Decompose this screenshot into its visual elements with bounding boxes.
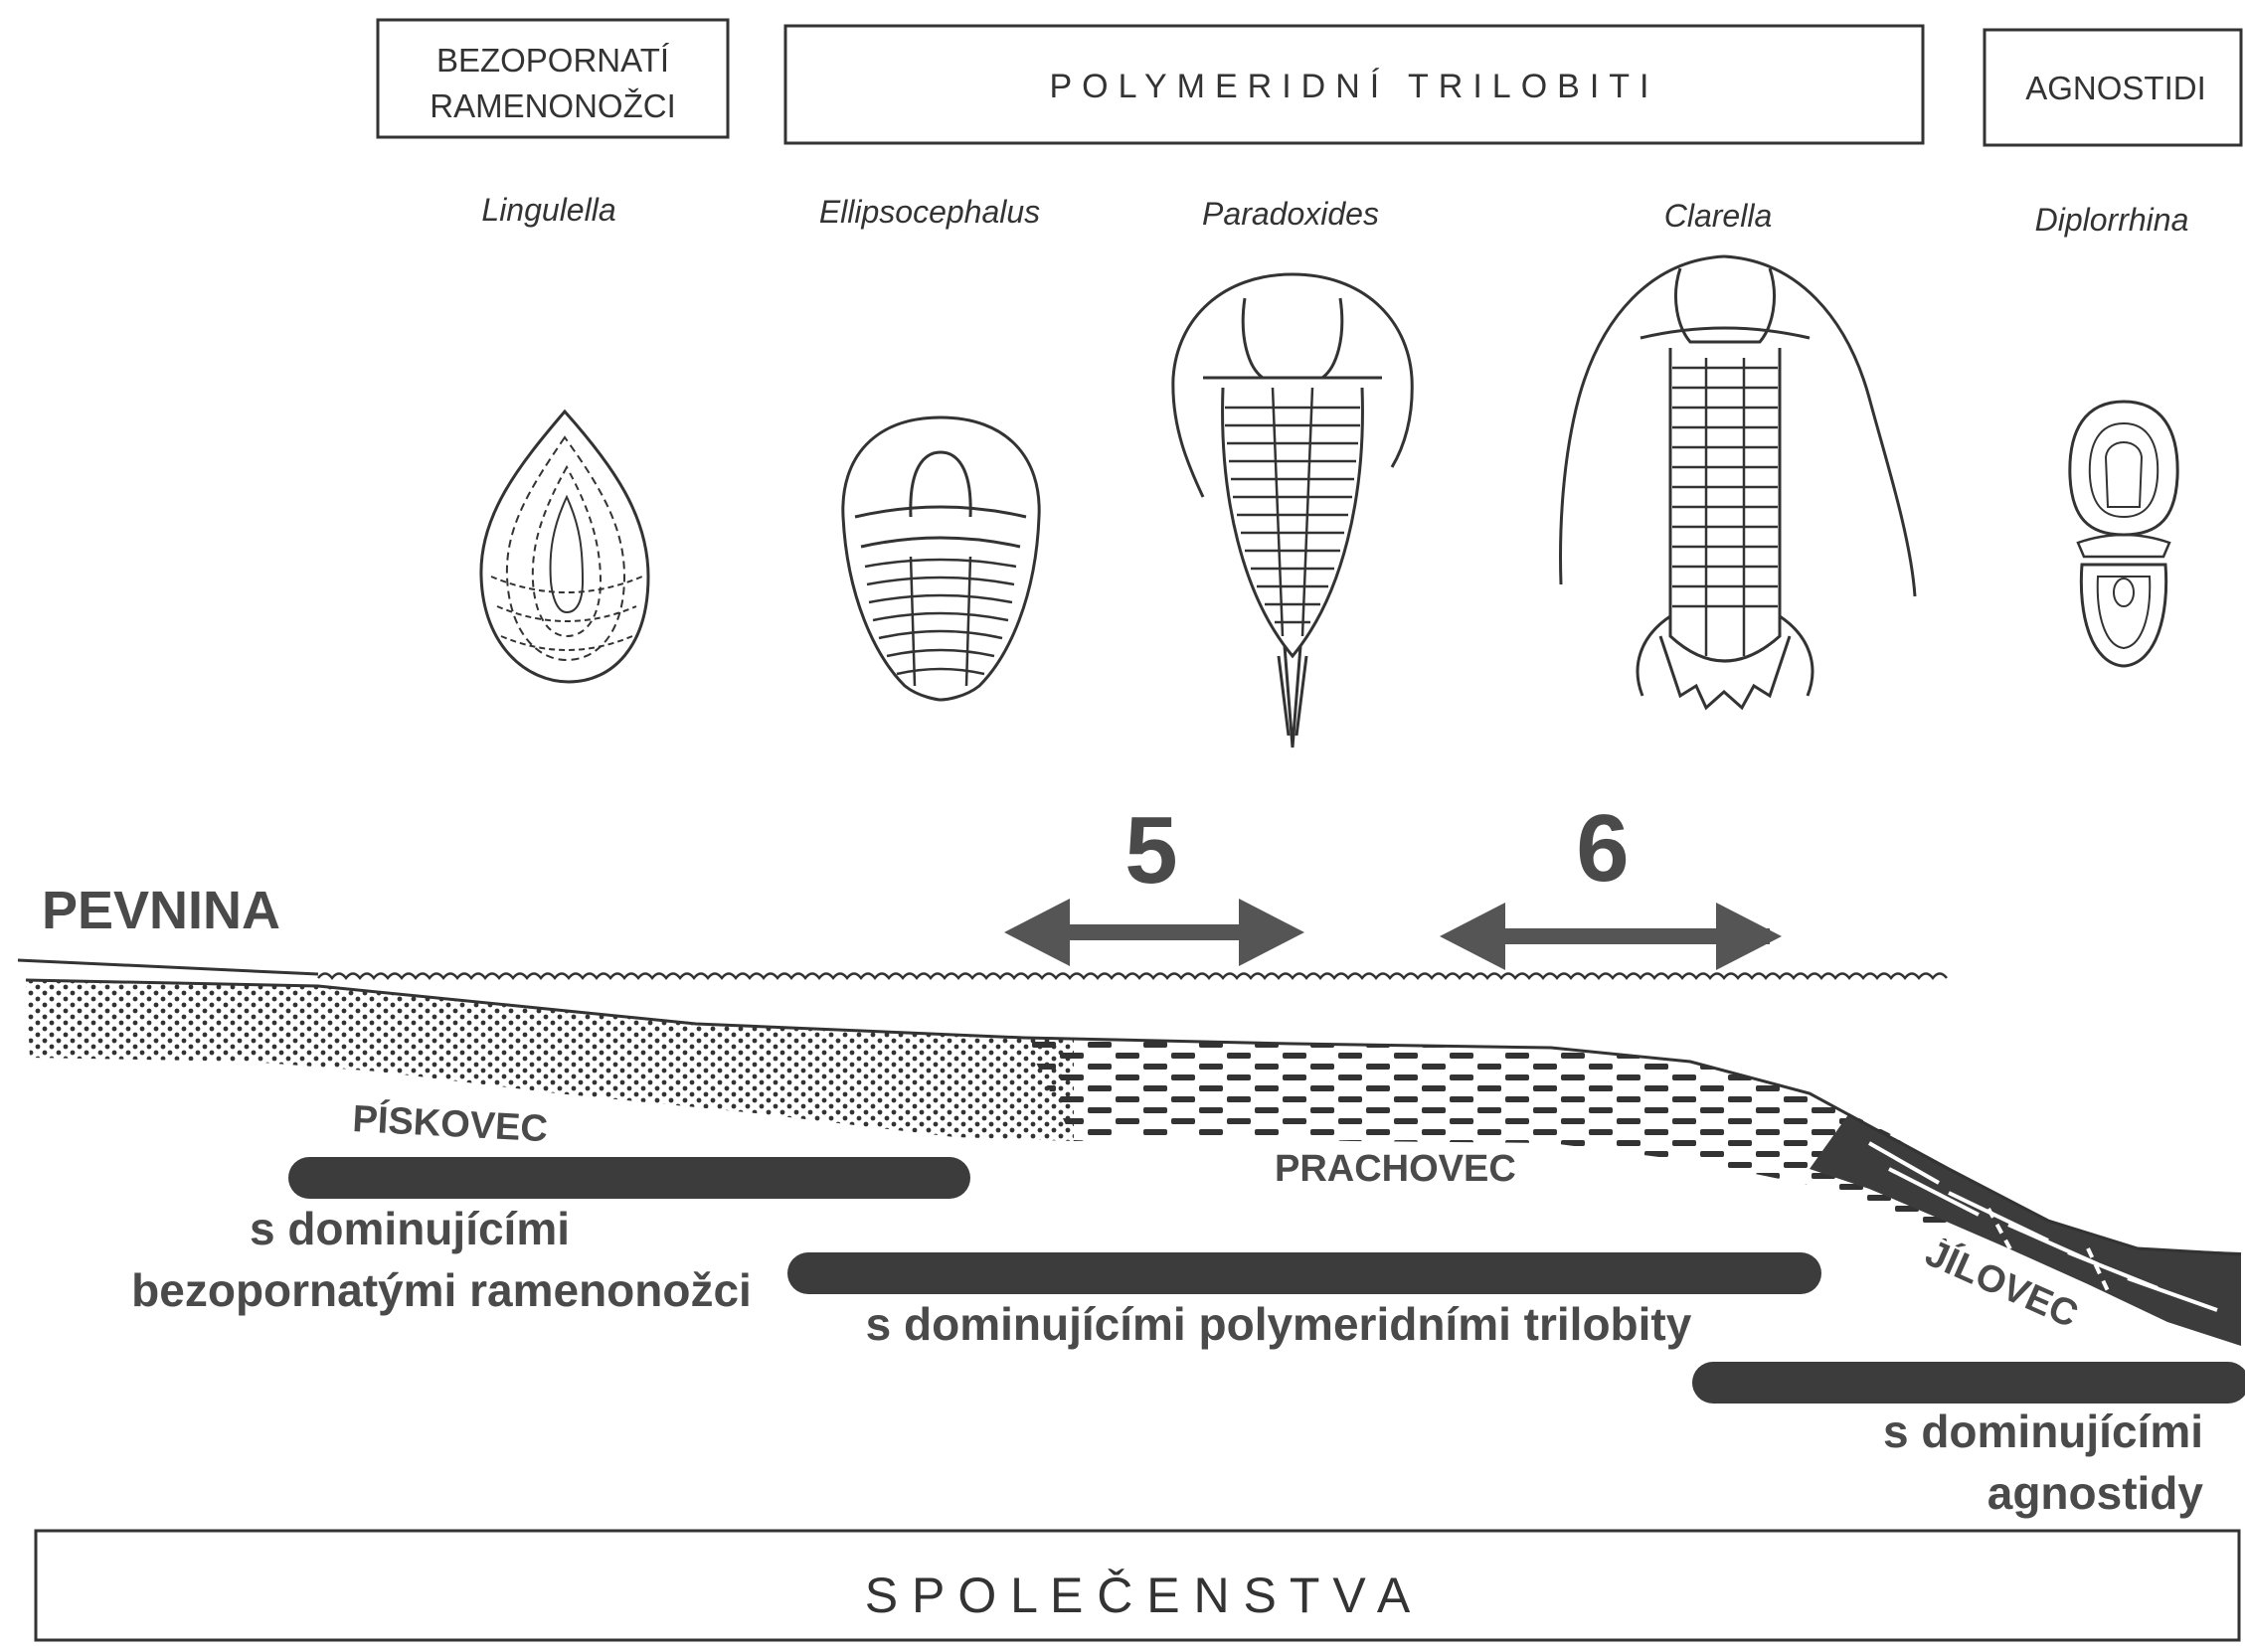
sandstone-layer — [26, 980, 1074, 1141]
community-bar-agnostids — [1692, 1362, 2245, 1404]
lingulella-illustration — [481, 412, 648, 682]
sea-surface-waves — [318, 974, 1947, 979]
taxon-diplorrhina: Diplorrhina — [2035, 202, 2189, 238]
community-label-trilobites: s dominujícími polymeridními trilobity — [866, 1298, 1692, 1350]
group-box-brachiopods: BEZOPORNATÍ RAMENONOŽCI — [378, 20, 728, 137]
community-bar-trilobites — [787, 1252, 1821, 1294]
footer-box: S P O L E Č E N S T V A — [36, 1531, 2239, 1640]
paradoxides-illustration — [1173, 274, 1412, 747]
double-arrow-5 — [1004, 899, 1304, 966]
group-label-brachiopods-line2: RAMENONOŽCI — [430, 87, 676, 124]
group-label-agnostids: AGNOSTIDI — [2025, 70, 2206, 106]
community-label-agnostids-line2: agnostidy — [1987, 1467, 2204, 1519]
arrow-label-5: 5 — [1124, 797, 1177, 904]
land-surface-line — [18, 960, 318, 974]
taxon-clarella: Clarella — [1664, 198, 1772, 234]
community-label-brachiopods-line2: bezopornatými ramenonožci — [131, 1264, 752, 1316]
ellipsocephalus-illustration — [843, 417, 1039, 700]
group-label-brachiopods-line1: BEZOPORNATÍ — [436, 42, 670, 79]
siltstone-layer — [1024, 1038, 1949, 1242]
sediment-label-siltstone: PRACHOVEC — [1275, 1148, 1516, 1190]
community-label-agnostids-line1: s dominujícími — [1883, 1405, 2203, 1457]
taxon-ellipsocephalus: Ellipsocephalus — [819, 194, 1040, 230]
group-label-trilobites: POLYMERIDNÍ TRILOBITI — [1049, 68, 1658, 105]
land-label: PEVNINA — [42, 881, 280, 940]
community-bar-brachiopods — [288, 1157, 970, 1199]
taxon-paradoxides: Paradoxides — [1202, 196, 1379, 232]
sediment-label-sandstone: PÍSKOVEC — [352, 1096, 549, 1150]
arrow-label-6: 6 — [1576, 795, 1629, 902]
clarella-illustration — [1561, 256, 1915, 708]
footer-label: S P O L E Č E N S T V A — [865, 1568, 1411, 1623]
group-box-trilobites: POLYMERIDNÍ TRILOBITI — [785, 26, 1923, 143]
diplorrhina-illustration — [2070, 402, 2177, 666]
taxon-lingulella: Lingulella — [481, 192, 615, 228]
double-arrow-6 — [1440, 903, 1782, 970]
group-box-agnostids: AGNOSTIDI — [1985, 30, 2241, 145]
community-label-brachiopods-line1: s dominujícími — [250, 1203, 570, 1254]
